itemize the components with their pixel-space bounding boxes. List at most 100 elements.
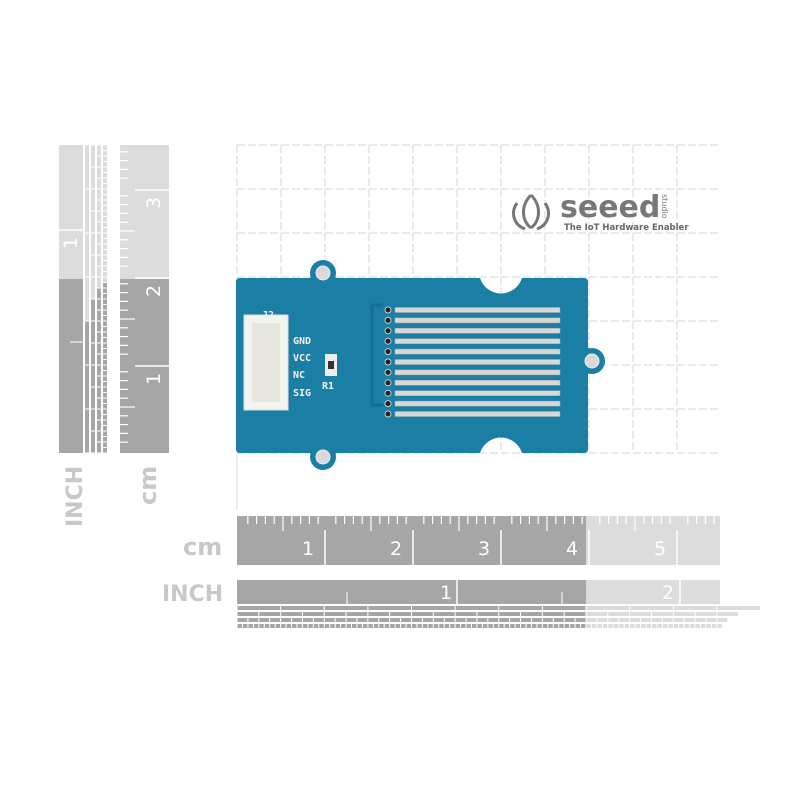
sensing-trace [394, 317, 561, 324]
inch-subdivision [97, 277, 101, 288]
inch-subdivision [542, 606, 586, 610]
brand-name: seeed [560, 190, 660, 225]
inch-subdivision [97, 376, 101, 387]
inch-subdivision [521, 618, 531, 622]
mount-hole [584, 353, 600, 369]
inch-subdivision [97, 222, 101, 233]
inch-subdivision [586, 618, 597, 622]
inch-subdivision [308, 624, 313, 628]
inch-subdivision [103, 151, 107, 156]
inch-subdivision [575, 624, 581, 628]
inch-subdivision [103, 277, 107, 282]
inch-subdivision [379, 618, 390, 622]
inch-subdivision [341, 624, 346, 628]
inch-subdivision [103, 321, 107, 326]
inch-subdivision [97, 178, 101, 189]
cm-tick-label: 4 [566, 538, 578, 560]
inch-subdivision [103, 288, 107, 293]
inch-subdivision [608, 624, 613, 628]
inch-subdivision [695, 612, 717, 616]
inch-subdivision [103, 283, 107, 288]
inch-subdivision [668, 624, 673, 628]
inch-subdivision [103, 261, 107, 266]
inch-subdivision [531, 618, 542, 622]
inch-subdivision [346, 612, 368, 616]
resistor-label: R1 [322, 381, 334, 392]
inch-subdivision [103, 244, 107, 249]
inch-subdivision [362, 624, 368, 628]
inch-subdivision [717, 606, 760, 610]
inch-subdivision [619, 624, 624, 628]
inch-subdivision [91, 321, 95, 343]
inch-subdivision [526, 624, 531, 628]
inch-subdivision [85, 321, 89, 365]
cm-tick-label: 3 [478, 538, 490, 560]
inch-subdivision [97, 211, 101, 222]
inch-subdivision [586, 624, 591, 628]
inch-subdivision [97, 431, 101, 442]
via [384, 389, 392, 397]
via [384, 316, 392, 324]
inch-subdivision [103, 360, 107, 365]
inch-subdivision [281, 618, 292, 622]
inch-subdivision [97, 145, 101, 156]
inch-subdivision [97, 321, 101, 332]
sensing-trace [394, 390, 561, 396]
inch-subdivision [428, 624, 433, 628]
inch-subdivision [433, 618, 444, 622]
inch-subdivision [97, 266, 101, 277]
inch-subdivision [619, 618, 630, 622]
inch-subdivision [559, 624, 564, 628]
inch-subdivision [91, 233, 95, 255]
inch-subdivision [103, 200, 107, 205]
inch-subdivision [401, 618, 411, 622]
inch-subdivision [564, 618, 575, 622]
inch-subdivision [103, 184, 107, 189]
inch-subdivision [103, 365, 107, 370]
inch-subdivision [422, 624, 428, 628]
inch-subdivision [455, 612, 477, 616]
inch-subdivision [85, 365, 89, 409]
inch-subdivision [635, 624, 641, 628]
inch-subdivision [103, 382, 107, 387]
inch-subdivision [91, 145, 95, 167]
inch-subdivision [488, 618, 499, 622]
inch-subdivision [597, 618, 608, 622]
via [384, 368, 392, 376]
inch-tick-label: 1 [60, 237, 82, 249]
inch-subdivision [630, 606, 673, 610]
inch-subdivision [237, 624, 242, 628]
inch-subdivision [103, 354, 107, 359]
inch-subdivision [542, 624, 548, 628]
inch-subdivision [270, 618, 281, 622]
inch-subdivision [684, 624, 690, 628]
sensing-trace [394, 411, 561, 417]
via [384, 306, 392, 314]
inch-subdivision [103, 376, 107, 381]
inch-subdivision [103, 239, 107, 244]
cm-tick-label: 5 [654, 538, 666, 560]
inch-subdivision [85, 277, 89, 321]
inch-subdivision [103, 343, 107, 348]
inch-subdivision [390, 618, 401, 622]
inch-subdivision [103, 371, 107, 376]
inch-subdivision [641, 618, 651, 622]
inch-subdivision [706, 624, 711, 628]
inch-subdivision [91, 277, 95, 299]
mount-hole [315, 265, 331, 281]
inch-subdivision [651, 612, 673, 616]
inch-subdivision [91, 365, 95, 387]
pcb-body [236, 269, 597, 462]
inch-subdivision [103, 217, 107, 222]
inch-subdivision [553, 624, 559, 628]
inch-subdivision [499, 618, 510, 622]
inch-subdivision [97, 409, 101, 420]
inch-subdivision [302, 624, 308, 628]
inch-subdivision [248, 624, 253, 628]
inch-subdivision [85, 233, 89, 277]
via [384, 337, 392, 345]
horizontal-inch-ruler [237, 580, 760, 628]
inch-subdivision [412, 624, 417, 628]
inch-subdivision [242, 624, 248, 628]
inch-subdivision [103, 222, 107, 227]
